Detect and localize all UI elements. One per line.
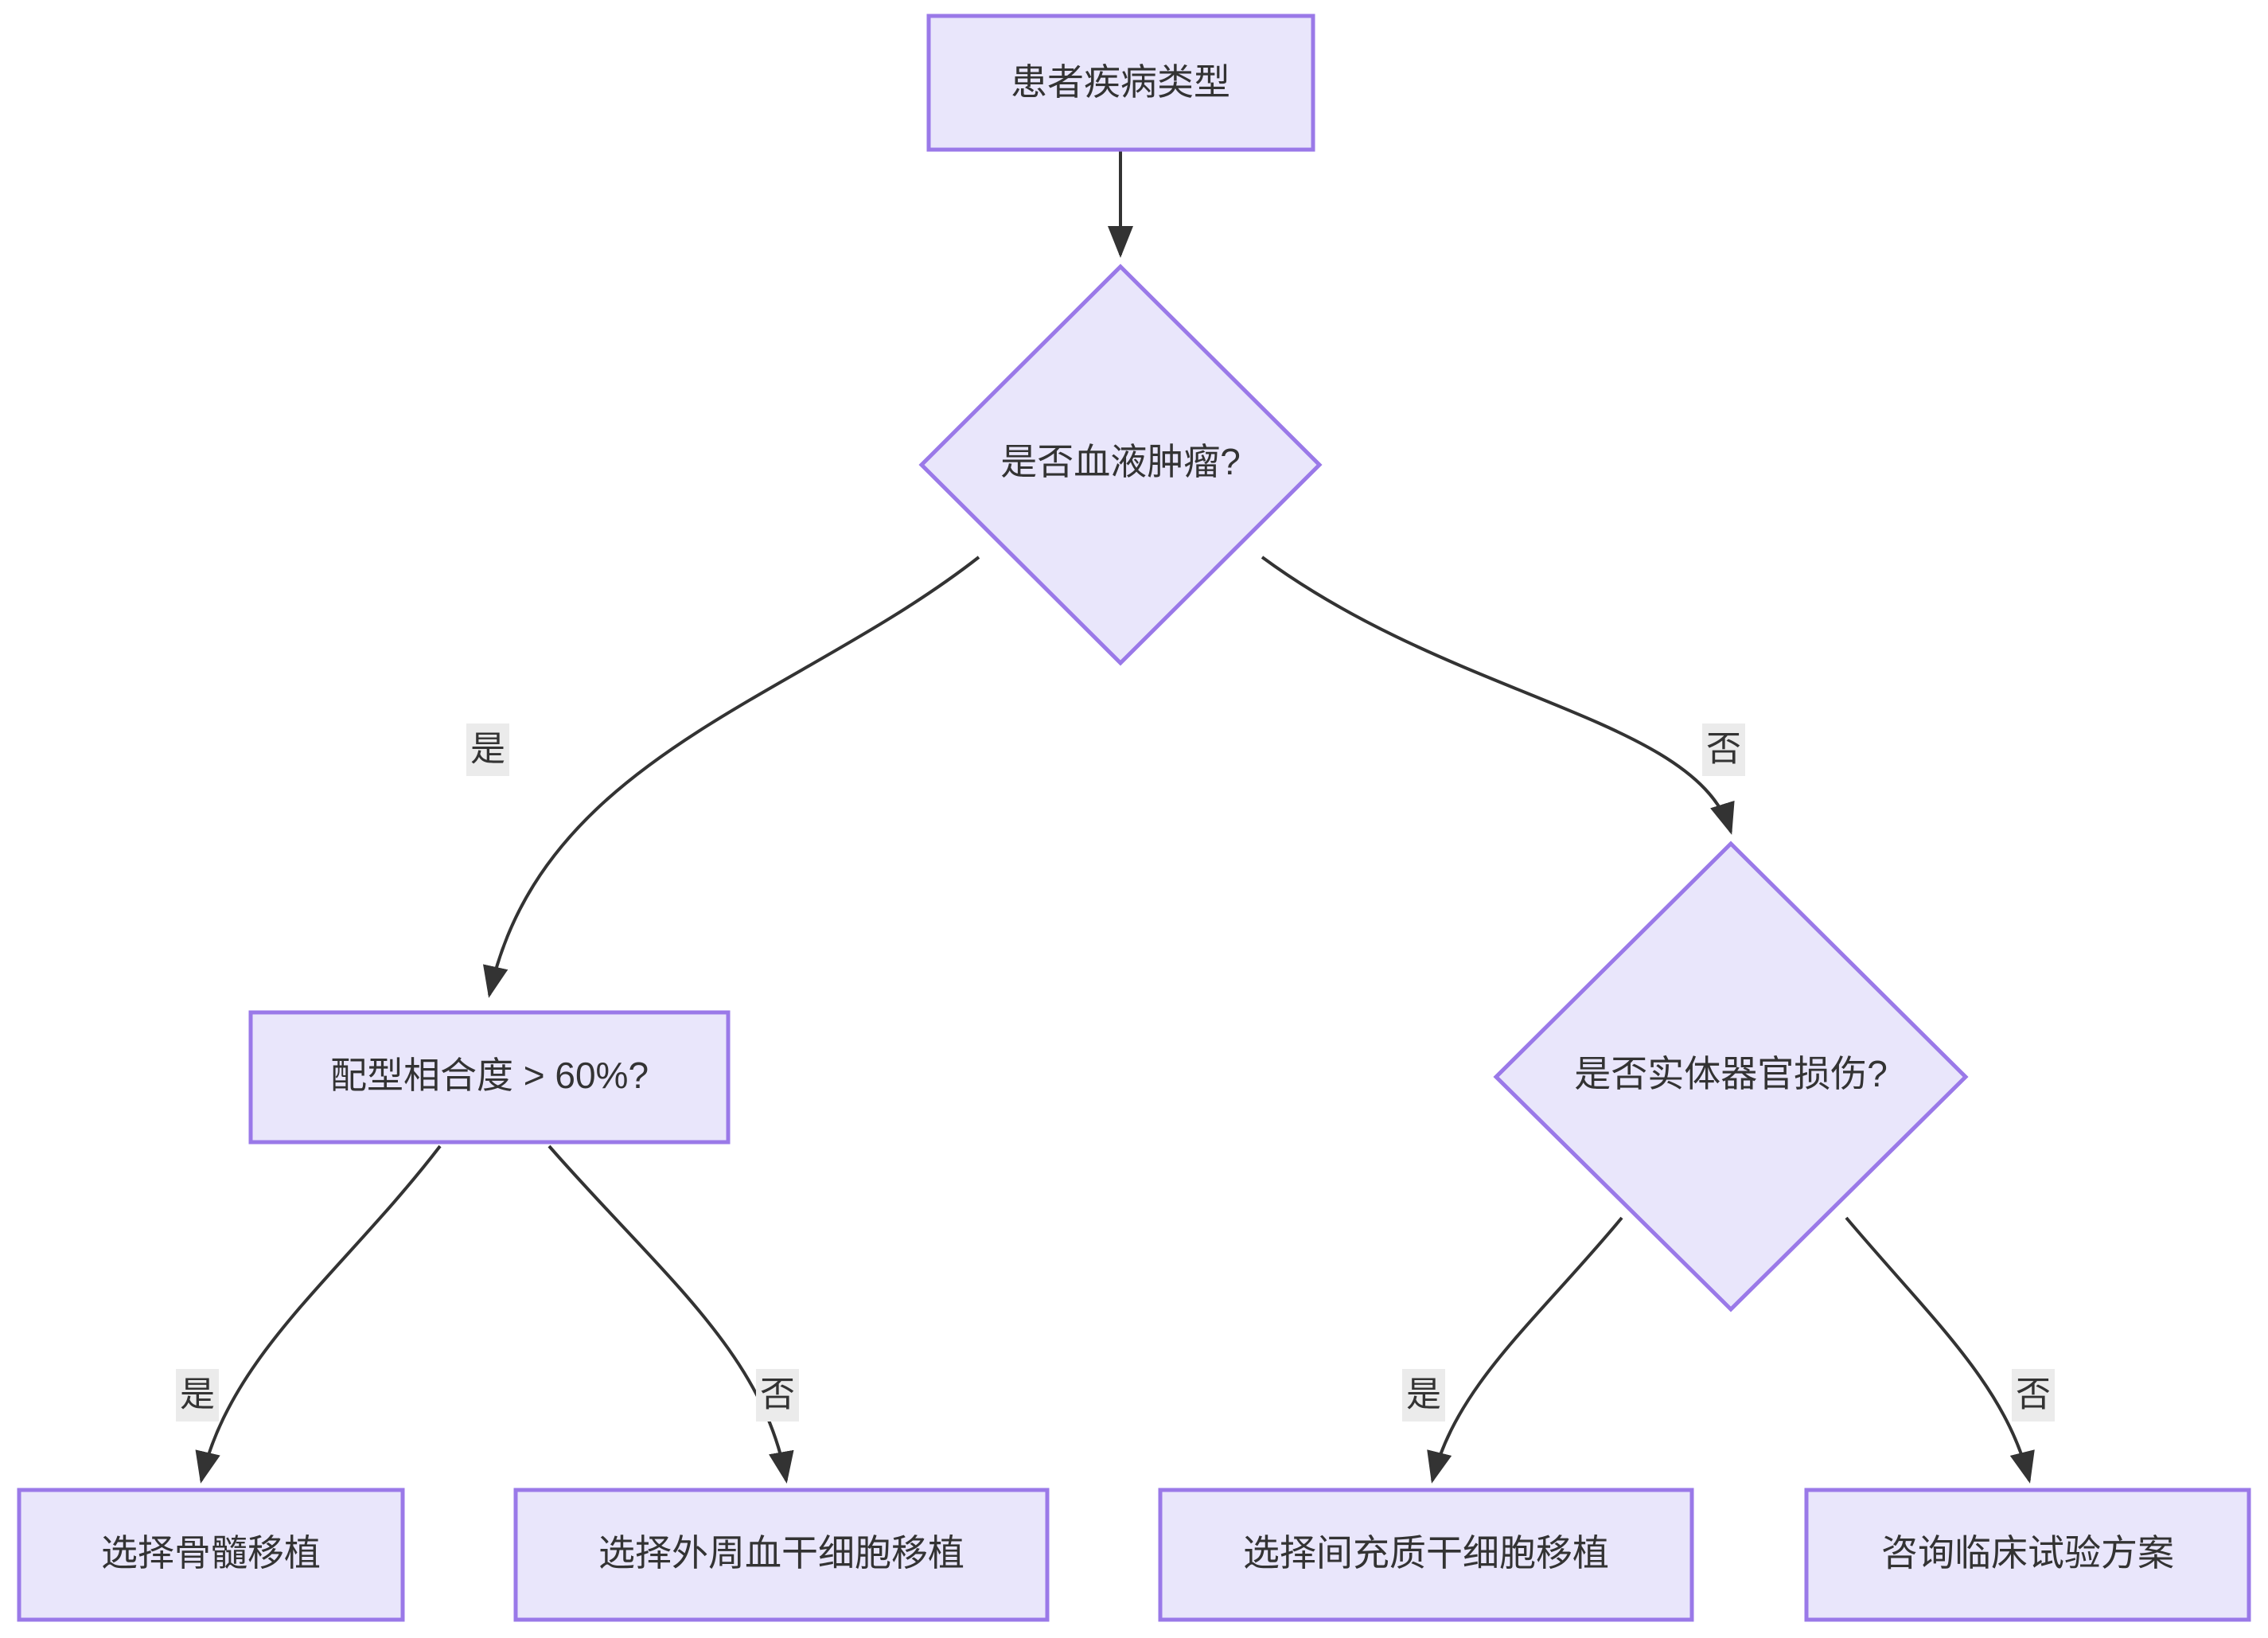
node-n8-label: 咨询临床试验方案 <box>1881 1532 2174 1574</box>
edge-label-n3-n6: 否 <box>756 1369 799 1422</box>
node-n3-label: 配型相合度 > 60%? <box>330 1055 649 1096</box>
node-n5-label: 选择骨髓移植 <box>101 1532 321 1574</box>
node-n4-label: 是否实体器官损伤? <box>1574 1053 1888 1094</box>
edges-layer <box>195 151 2035 1484</box>
node-n4-is-solid-organ-damage[interactable]: 是否实体器官损伤? <box>1493 840 1969 1312</box>
edge-n4-n7-yes <box>1427 1216 1623 1484</box>
node-n1-shape[interactable] <box>926 14 1315 152</box>
node-n3-shape[interactable] <box>248 1010 731 1145</box>
edge-n2-n3-yes <box>483 556 980 998</box>
edge-label-n4-n7-bg <box>1402 1369 1445 1422</box>
node-n8-shape[interactable] <box>1804 1488 2251 1622</box>
edge-label-n3-n5-bg <box>176 1369 219 1422</box>
edge-n3-n5-yes <box>195 1145 442 1484</box>
edge-label-n4-n7-text: 是 <box>1406 1375 1441 1414</box>
node-n7-mesenchymal-stem-cell-transplant[interactable]: 选择间充质干细胞移植 <box>1158 1488 1694 1622</box>
node-n7-shape[interactable] <box>1158 1488 1694 1622</box>
node-n8-clinical-trial-consultation[interactable]: 咨询临床试验方案 <box>1804 1488 2251 1622</box>
edge-label-n2-n4-text: 否 <box>1706 730 1741 769</box>
node-n6-shape[interactable] <box>513 1488 1050 1622</box>
node-n1-label: 患者疾病类型 <box>1011 61 1230 103</box>
edge-label-n2-n3-bg <box>466 723 509 776</box>
edge-labels-layer: 是 否 是 否 是 否 <box>176 723 2055 1422</box>
edge-label-n4-n8: 否 <box>2012 1369 2055 1422</box>
node-n5-bone-marrow-transplant[interactable]: 选择骨髓移植 <box>17 1488 405 1622</box>
node-n7-label: 选择间充质干细胞移植 <box>1243 1532 1609 1574</box>
edge-label-n3-n5-text: 是 <box>180 1375 215 1414</box>
edge-label-n2-n3: 是 <box>466 723 509 776</box>
edge-n4-n8-no <box>1845 1216 2035 1484</box>
node-n5-shape[interactable] <box>17 1488 405 1622</box>
edge-label-n4-n8-bg <box>2012 1369 2055 1422</box>
edge-label-n3-n5: 是 <box>176 1369 219 1422</box>
node-n1-patient-disease-type[interactable]: 患者疾病类型 <box>926 14 1315 152</box>
edge-n3-n6-no <box>548 1145 794 1484</box>
node-n2-is-hematologic-tumor[interactable]: 是否血液肿瘤? <box>918 263 1323 666</box>
node-n2-label: 是否血液肿瘤? <box>1000 441 1241 482</box>
edge-label-n4-n8-text: 否 <box>2016 1375 2051 1414</box>
node-n6-peripheral-blood-stem-cell-transplant[interactable]: 选择外周血干细胞移植 <box>513 1488 1050 1622</box>
edge-label-n3-n6-text: 否 <box>760 1375 795 1414</box>
edge-label-n2-n4: 否 <box>1702 723 1745 776</box>
node-n3-match-degree[interactable]: 配型相合度 > 60%? <box>248 1010 731 1145</box>
node-n4-shape[interactable] <box>1493 840 1969 1312</box>
edge-n2-n4-no <box>1261 556 1735 835</box>
edge-label-n4-n7: 是 <box>1402 1369 1445 1422</box>
nodes-layer: 患者疾病类型 是否血液肿瘤? 配型相合度 > 60%? 是否实体器官损伤? 选择… <box>17 14 2251 1622</box>
edge-label-n2-n4-bg <box>1702 723 1745 776</box>
edge-label-n3-n6-bg <box>756 1369 799 1422</box>
node-n2-shape[interactable] <box>918 263 1323 666</box>
node-n6-label: 选择外周血干细胞移植 <box>598 1532 964 1574</box>
edge-label-n2-n3-text: 是 <box>470 730 505 769</box>
